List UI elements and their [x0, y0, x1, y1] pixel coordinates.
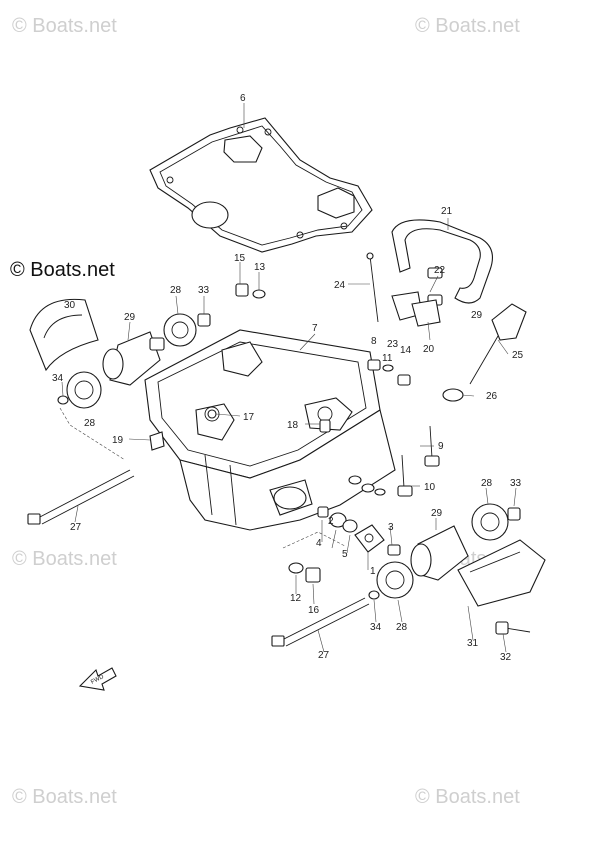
plug-part-14 — [397, 374, 411, 386]
callout-9: 9 — [438, 441, 444, 452]
mount-rubber-part-29-left — [102, 331, 165, 386]
callout-17: 17 — [243, 412, 255, 423]
leader-lines — [61, 103, 517, 653]
callout-27-left: 27 — [70, 522, 82, 533]
plug-part-4 — [317, 506, 329, 518]
callout-29-center: 29 — [471, 310, 483, 321]
washer-part-34-right — [368, 590, 380, 600]
watermark-bottom-left: © Boats.net — [12, 786, 117, 808]
watermark-top-left: © Boats.net — [12, 15, 117, 37]
mount-rubber-part-29-right — [410, 525, 469, 581]
flange-part-1 — [354, 524, 385, 553]
callout-3: 3 — [388, 522, 394, 533]
callout-22: 22 — [434, 265, 446, 276]
hose-part-21 — [391, 219, 493, 304]
rod-part-24 — [366, 252, 379, 323]
callout-7: 7 — [312, 323, 318, 334]
nut-part-33-top — [197, 313, 211, 327]
nut-part-33-right — [507, 507, 521, 521]
bolt-part-27-left — [27, 469, 135, 525]
callout-28-right-top: 28 — [481, 478, 493, 489]
callout-28-left: 28 — [84, 418, 96, 429]
watermark-top-right: © Boats.net — [415, 15, 520, 37]
callout-5: 5 — [342, 549, 348, 560]
watermark-bottom-right: © Boats.net — [415, 786, 520, 808]
bolt-part-3 — [387, 544, 401, 556]
gasket-part-6 — [149, 117, 373, 253]
callout-1: 1 — [370, 566, 376, 577]
callout-12: 12 — [290, 593, 302, 604]
mount-cover-part-30 — [29, 298, 99, 372]
fitting-part-22 — [427, 267, 443, 306]
callout-16: 16 — [308, 605, 320, 616]
callout-26: 26 — [486, 391, 498, 402]
washer-part-11 — [382, 364, 394, 372]
screen-part-25 — [469, 303, 527, 385]
callout-33-left: 33 — [198, 285, 210, 296]
bolt-part-15 — [235, 283, 249, 297]
bolt-part-19 — [149, 431, 165, 451]
callout-28-left-top: 28 — [170, 285, 182, 296]
callout-34-left: 34 — [52, 373, 64, 384]
callout-15: 15 — [234, 253, 246, 264]
bolt-part-10 — [397, 454, 413, 497]
plug-part-8 — [367, 359, 381, 371]
washer-part-13 — [252, 289, 266, 299]
plug-part-17 — [207, 409, 217, 419]
forward-arrow-icon: FWD — [78, 667, 117, 691]
callout-labels: 1 2 3 4 5 6 7 8 9 10 11 12 13 14 15 16 1… — [52, 93, 524, 663]
callout-27-right: 27 — [318, 650, 330, 661]
guide-right-lower — [282, 531, 346, 549]
callout-4: 4 — [316, 538, 322, 549]
bolt-part-16 — [305, 567, 321, 583]
o-ring-part-26 — [442, 388, 464, 402]
callout-11: 11 — [382, 353, 393, 364]
callout-25: 25 — [512, 350, 524, 361]
callout-30: 30 — [64, 300, 76, 311]
watermark-mid-left-bold: © Boats.net — [10, 259, 115, 281]
fitting-part-20 — [411, 299, 441, 327]
callout-2: 2 — [328, 516, 334, 527]
callout-23: 23 — [387, 339, 399, 350]
callout-28-right: 28 — [396, 622, 408, 633]
washer-part-34-left — [57, 395, 69, 405]
callout-8: 8 — [371, 336, 377, 347]
callout-18: 18 — [287, 420, 299, 431]
callout-32: 32 — [500, 652, 512, 663]
callout-14: 14 — [400, 345, 412, 356]
callout-34-right: 34 — [370, 622, 382, 633]
washer-part-12 — [288, 562, 304, 574]
callout-21: 21 — [441, 206, 453, 217]
callout-31: 31 — [467, 638, 479, 649]
callout-6: 6 — [240, 93, 246, 104]
mount-bushing-part-28-left — [66, 371, 102, 409]
callout-29-left: 29 — [124, 312, 136, 323]
callout-29-right: 29 — [431, 508, 443, 519]
mount-cover-part-31 — [457, 539, 546, 607]
watermark-mid-left: © Boats.net — [12, 548, 117, 570]
bolt-part-27-right — [271, 597, 370, 647]
mount-bushing-part-28-right-top — [471, 503, 509, 541]
seal-part-5 — [342, 519, 358, 533]
callout-24: 24 — [334, 280, 346, 291]
callout-33-right: 33 — [510, 478, 522, 489]
bolt-part-9 — [424, 425, 440, 467]
callout-10: 10 — [424, 482, 436, 493]
lower-case-part-7 — [144, 329, 396, 531]
washers-group — [348, 475, 386, 496]
plug-part-18 — [319, 419, 331, 433]
callout-20: 20 — [423, 344, 435, 355]
bolt-part-32 — [495, 621, 531, 635]
guide-left-lower — [59, 407, 126, 461]
callout-13: 13 — [254, 262, 266, 273]
mount-bushing-part-28-right — [376, 561, 414, 599]
washer-part-2 — [329, 512, 347, 528]
mount-bushing-part-28-left-top — [163, 313, 197, 347]
callout-19: 19 — [112, 435, 124, 446]
